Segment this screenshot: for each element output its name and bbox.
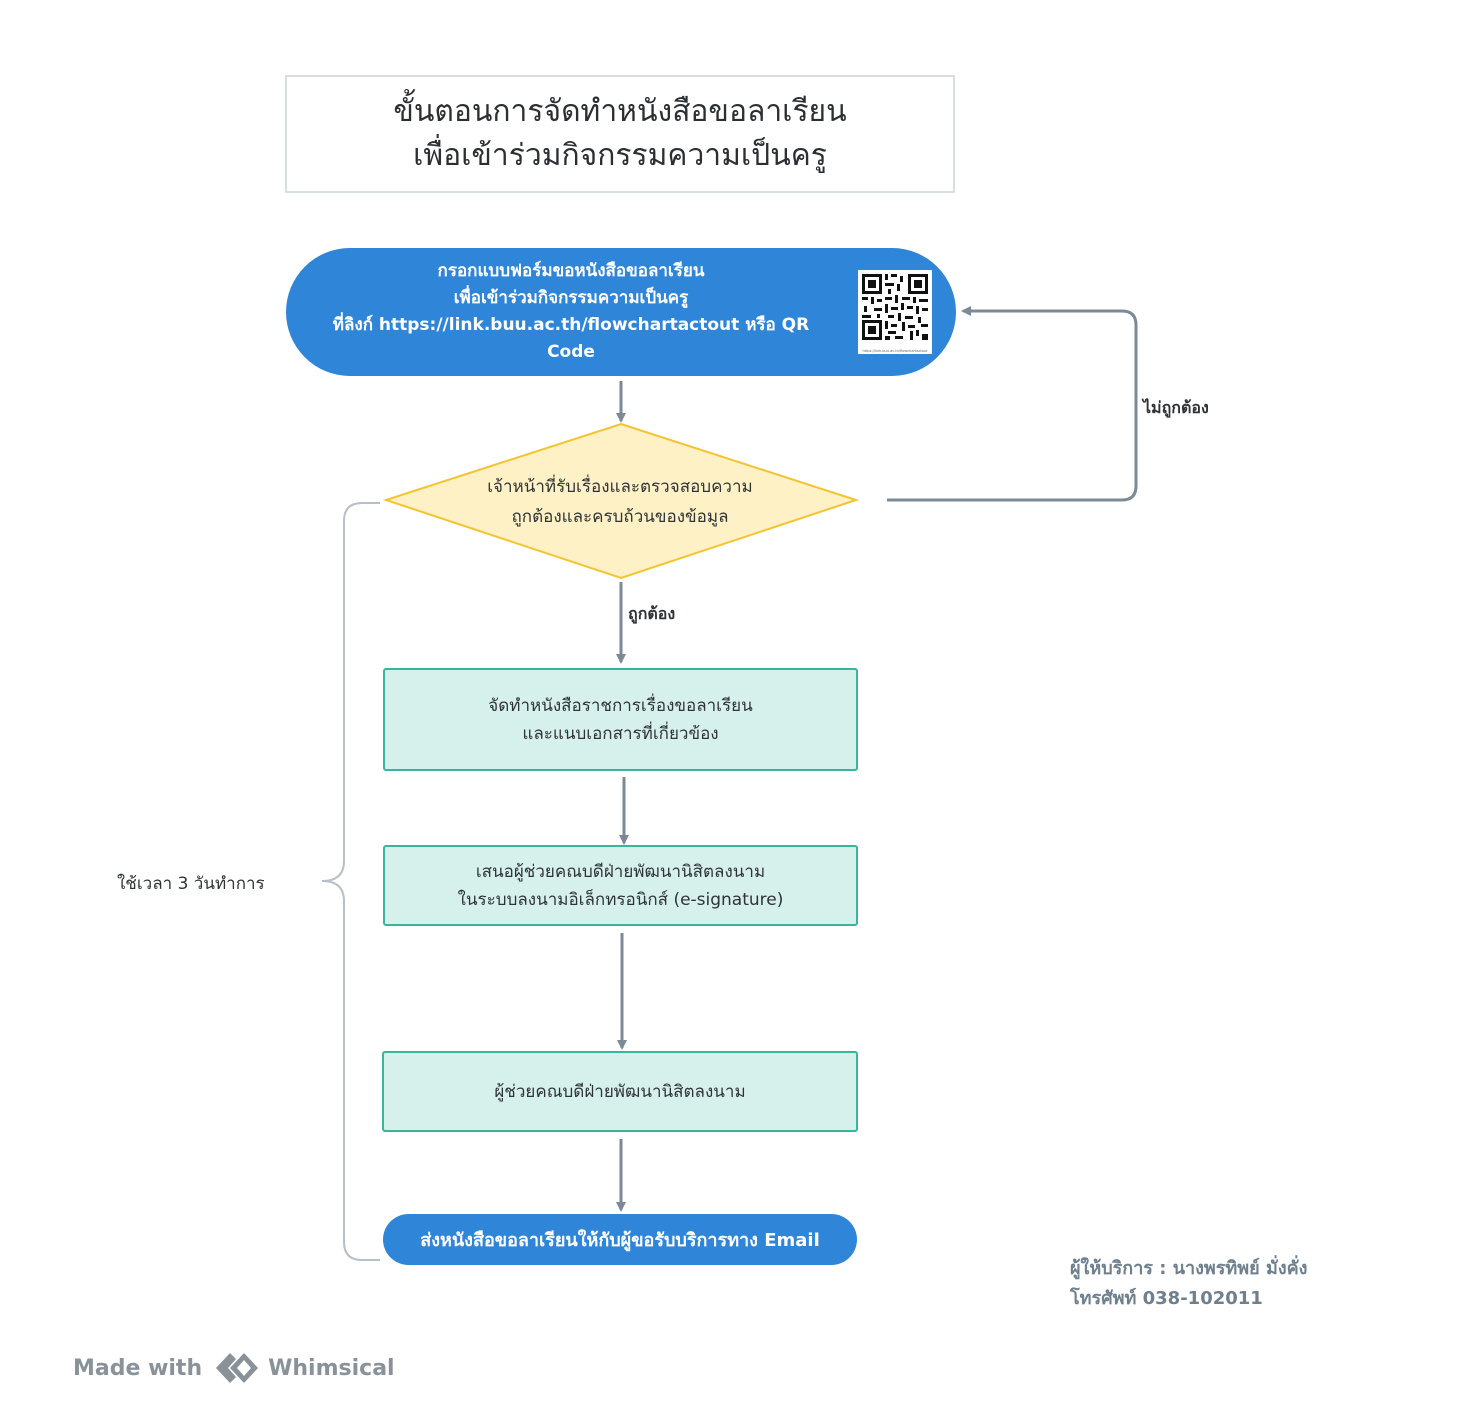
provider-name: ผู้ให้บริการ : นางพรทิพย์ มั่งคั่ง	[1070, 1258, 1308, 1279]
decision-yes-label: ถูกต้อง	[628, 604, 676, 623]
whimsical-brand: Whimsical	[268, 1355, 395, 1381]
made-with-whimsical[interactable]: Made with Whimsical	[73, 1351, 395, 1385]
qr-code: https://link.buu.ac.th/flowchartactout	[858, 270, 932, 354]
end-label: ส่งหนังสือขอลาเรียนให้กับผู้ขอรับบริการท…	[420, 1230, 820, 1251]
diagram-title: ขั้นตอนการจัดทำหนังสือขอลาเรียน เพื่อเข้…	[285, 75, 955, 193]
decision-line-2: ถูกต้องและครบถ้วนของข้อมูล	[511, 507, 729, 527]
start-line-3: ที่ลิงก์ https://link.buu.ac.th/flowchar…	[332, 315, 810, 362]
decision-label: เจ้าหน้าที่รับเรื่องและตรวจสอบความ ถูกต้…	[420, 472, 820, 532]
step-3-line-1: ผู้ช่วยคณบดีฝ่ายพัฒนานิสิตลงนาม	[494, 1081, 746, 1102]
duration-brace	[321, 502, 380, 1261]
arrow-decision-no-loop	[887, 306, 1138, 502]
title-line-2: เพื่อเข้าร่วมกิจกรรมความเป็นครู	[413, 138, 827, 173]
start-line-2: เพื่อเข้าร่วมกิจกรรมความเป็นครู	[453, 288, 689, 308]
start-line-1: กรอกแบบฟอร์มขอหนังสือขอลาเรียน	[437, 261, 705, 281]
provider-info: ผู้ให้บริการ : นางพรทิพย์ มั่งคั่ง โทรศั…	[1070, 1254, 1307, 1314]
whimsical-logo-icon	[216, 1353, 259, 1383]
duration-label: ใช้เวลา 3 วันทำการ	[117, 874, 265, 894]
step-1-line-2: และแนบเอกสารที่เกี่ยวข้อง	[522, 723, 719, 744]
made-with-text: Made with	[73, 1355, 203, 1381]
start-terminal: กรอกแบบฟอร์มขอหนังสือขอลาเรียน เพื่อเข้า…	[286, 248, 956, 376]
step-2-line-2: ในระบบลงนามอิเล็กทรอนิกส์ (e-signature)	[457, 889, 784, 910]
process-step-3: ผู้ช่วยคณบดีฝ่ายพัฒนานิสิตลงนาม	[382, 1051, 858, 1132]
process-step-2: เสนอผู้ช่วยคณบดีฝ่ายพัฒนานิสิตลงนาม ในระ…	[383, 845, 858, 926]
end-terminal: ส่งหนังสือขอลาเรียนให้กับผู้ขอรับบริการท…	[383, 1214, 857, 1265]
decision-line-1: เจ้าหน้าที่รับเรื่องและตรวจสอบความ	[487, 477, 753, 497]
qr-code-icon	[861, 273, 929, 341]
decision-diamond	[382, 422, 860, 580]
qr-caption: https://link.buu.ac.th/flowchartactout	[862, 349, 928, 353]
step-2-line-1: เสนอผู้ช่วยคณบดีฝ่ายพัฒนานิสิตลงนาม	[475, 861, 766, 882]
title-line-1: ขั้นตอนการจัดทำหนังสือขอลาเรียน	[393, 94, 847, 129]
process-step-1: จัดทำหนังสือราชการเรื่องขอลาเรียน และแนบ…	[383, 668, 858, 771]
step-1-line-1: จัดทำหนังสือราชการเรื่องขอลาเรียน	[488, 695, 753, 716]
provider-phone: โทรศัพท์ 038-102011	[1070, 1288, 1263, 1309]
decision-no-label: ไม่ถูกต้อง	[1143, 398, 1209, 417]
